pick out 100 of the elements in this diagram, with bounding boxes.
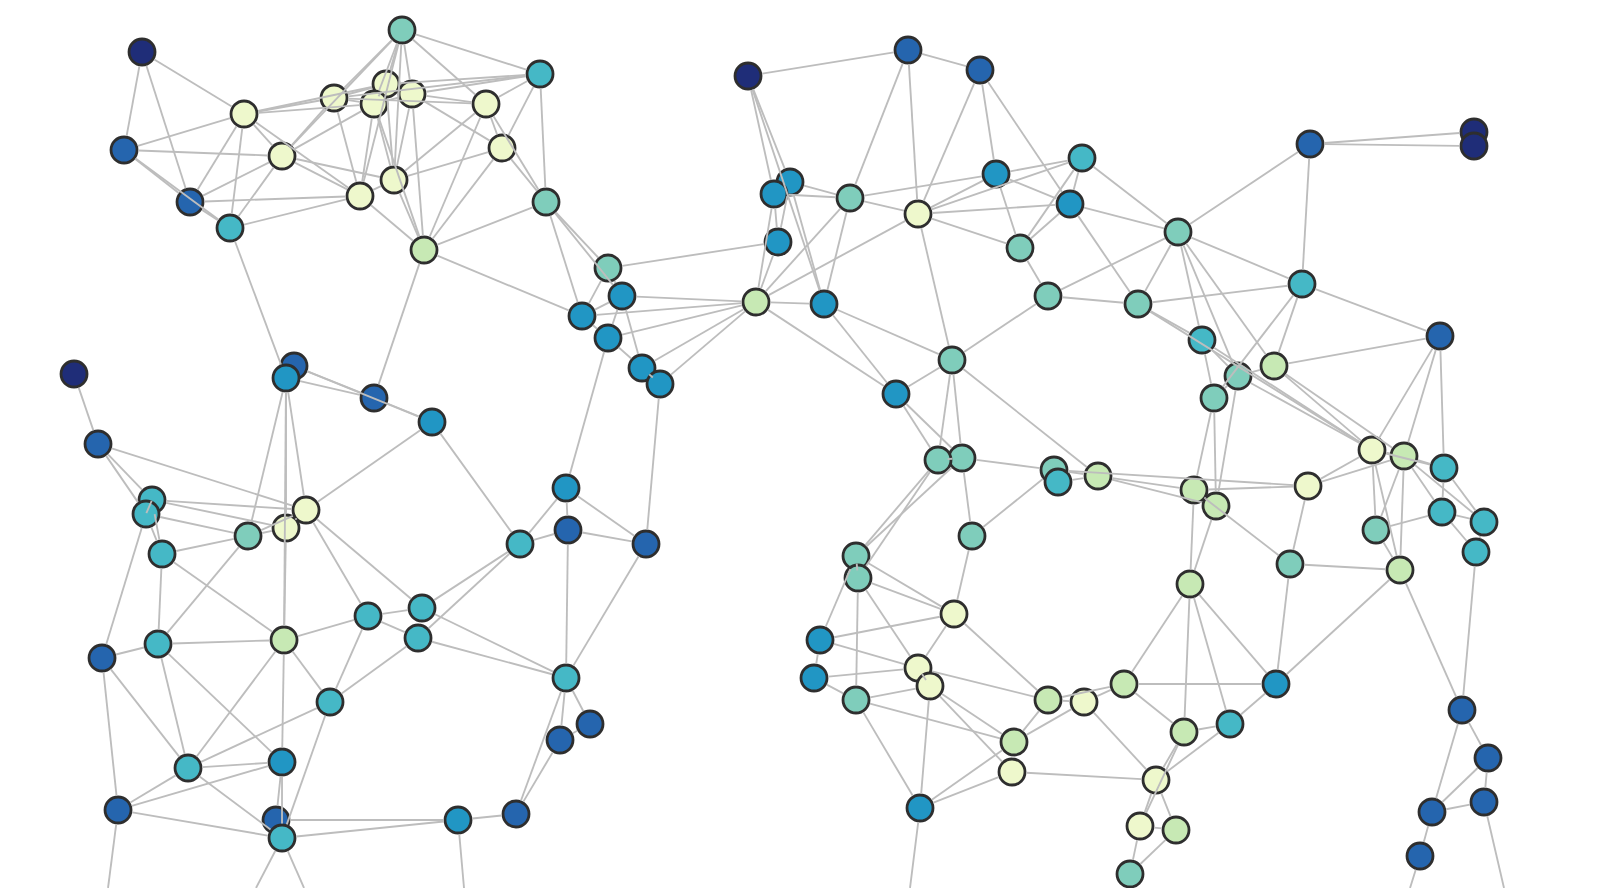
network-edge xyxy=(981,83,995,161)
network-edge xyxy=(761,51,895,75)
network-edge xyxy=(136,117,232,147)
network-edge xyxy=(1303,563,1387,571)
network-edge xyxy=(1196,411,1212,477)
network-node xyxy=(1295,129,1325,159)
network-edge xyxy=(1132,839,1138,861)
network-edge xyxy=(195,650,277,758)
network-node xyxy=(387,15,417,45)
network-edge xyxy=(767,219,907,297)
network-node xyxy=(379,165,409,195)
network-edge xyxy=(1213,411,1217,493)
network-edge xyxy=(792,194,822,292)
network-edge xyxy=(381,609,409,615)
network-edge xyxy=(571,689,585,713)
network-edge xyxy=(291,650,323,692)
network-edge xyxy=(956,549,970,601)
network-node xyxy=(269,625,299,655)
network-edge xyxy=(294,517,298,521)
network-node xyxy=(1201,491,1231,521)
network-edge xyxy=(1211,349,1229,367)
network-edge xyxy=(134,157,220,221)
network-edge xyxy=(145,64,187,190)
network-edge xyxy=(909,821,920,888)
network-edge xyxy=(347,86,374,96)
network-node xyxy=(593,253,623,283)
network-edge xyxy=(1092,711,1148,771)
network-node xyxy=(809,289,839,319)
network-edge xyxy=(1445,803,1471,811)
network-edge xyxy=(1166,731,1220,773)
network-edge xyxy=(1185,242,1267,356)
network-node xyxy=(551,663,581,693)
network-edge xyxy=(347,99,361,103)
network-node xyxy=(553,515,583,545)
network-node xyxy=(545,725,575,755)
network-node xyxy=(551,473,581,503)
network-node xyxy=(1417,797,1447,827)
network-node xyxy=(1069,687,1099,717)
network-edge xyxy=(1486,815,1505,888)
network-node xyxy=(627,353,657,383)
network-edge xyxy=(1137,683,1263,685)
network-edge xyxy=(428,116,482,238)
network-edge xyxy=(137,149,269,157)
network-edge xyxy=(380,620,406,634)
network-edge xyxy=(581,531,633,543)
network-node xyxy=(525,59,555,89)
network-node xyxy=(1461,537,1491,567)
network-edge xyxy=(941,693,1003,735)
network-node xyxy=(1223,361,1253,391)
network-edge xyxy=(1067,471,1085,475)
network-edge xyxy=(404,112,476,172)
network-edge xyxy=(166,546,240,634)
network-edge xyxy=(436,206,534,246)
network-edge xyxy=(921,673,927,681)
network-edge xyxy=(931,204,1057,214)
network-node xyxy=(733,61,763,91)
network-edge xyxy=(833,615,941,639)
network-node xyxy=(1469,787,1499,817)
network-edge xyxy=(295,820,445,838)
network-node xyxy=(1405,841,1435,871)
network-edge xyxy=(920,227,950,347)
network-edge xyxy=(198,775,272,831)
network-edge xyxy=(1026,259,1042,285)
network-edge xyxy=(528,498,558,534)
network-edge xyxy=(1193,518,1213,572)
network-edge xyxy=(1416,459,1432,465)
network-node xyxy=(267,141,297,171)
network-edge xyxy=(107,823,118,888)
network-node xyxy=(1429,453,1459,483)
network-edge xyxy=(1221,294,1295,388)
network-node xyxy=(841,685,871,715)
network-edge xyxy=(492,115,540,191)
network-edge xyxy=(1484,771,1488,789)
network-node xyxy=(957,521,987,551)
network-node xyxy=(1473,743,1503,773)
network-edge xyxy=(963,622,1039,692)
network-edge xyxy=(296,619,356,637)
network-node xyxy=(1187,325,1217,355)
network-edge xyxy=(510,158,538,192)
network-edge xyxy=(1189,151,1299,225)
network-edge xyxy=(378,42,398,92)
network-node xyxy=(397,79,427,109)
network-edge xyxy=(387,96,400,102)
network-edge xyxy=(287,391,305,497)
network-edge xyxy=(403,43,411,81)
network-edge xyxy=(905,403,953,449)
network-edge xyxy=(1284,373,1394,449)
network-edge xyxy=(576,495,636,537)
network-edge xyxy=(1204,353,1213,385)
network-edge xyxy=(757,207,773,289)
network-edge xyxy=(1207,485,1295,491)
network-edge xyxy=(752,88,786,170)
network-edge xyxy=(939,695,1003,763)
network-node xyxy=(87,643,117,673)
network-node xyxy=(1447,695,1477,725)
network-edge xyxy=(283,391,287,627)
network-edge xyxy=(1204,497,1280,557)
network-edge xyxy=(281,775,283,825)
network-edge xyxy=(520,690,562,802)
network-node xyxy=(1115,859,1145,888)
